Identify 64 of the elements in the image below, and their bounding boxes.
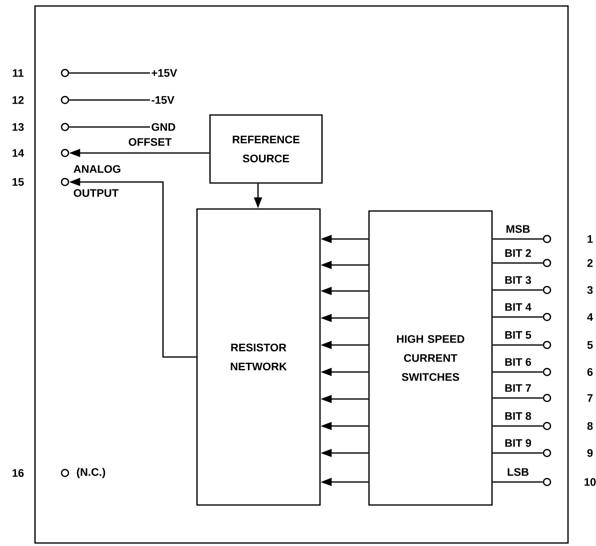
connector (69, 126, 150, 128)
pin-terminal (542, 478, 552, 486)
pin-terminal (60, 68, 70, 78)
pin-terminal (542, 258, 552, 268)
edge-label: ANALOG OUTPUT (74, 165, 120, 197)
pin-number: 1 (588, 235, 593, 243)
edge-label: BIT 6 (505, 358, 532, 366)
pin-number: 12 (12, 96, 24, 104)
block-box: HIGH SPEED CURRENT SWITCHES (368, 210, 493, 506)
pin-terminal (60, 468, 70, 478)
edge-label: LSB (508, 468, 528, 476)
connector (69, 99, 150, 101)
pin-number: 11 (12, 69, 24, 77)
connector (492, 425, 543, 427)
connector (492, 316, 543, 318)
pin-terminal (60, 178, 70, 186)
connector (492, 344, 543, 346)
pin-terminal (542, 312, 552, 322)
pin-number: 8 (587, 422, 593, 430)
pin-terminal (542, 234, 552, 244)
connector (492, 371, 543, 373)
connector (492, 262, 543, 264)
pin-terminal (542, 286, 552, 294)
connector (492, 289, 543, 291)
pin-number: 15 (12, 178, 24, 186)
connector (492, 481, 543, 483)
pin-terminal (60, 122, 70, 132)
pin-terminal (542, 368, 552, 376)
edge-label: BIT 5 (505, 331, 532, 339)
block-box: RESISTOR NETWORK (196, 208, 321, 506)
pin-number: 3 (587, 286, 593, 294)
pin-terminal (542, 448, 552, 458)
pin-terminal (60, 96, 70, 104)
edge-label: BIT 7 (505, 384, 531, 392)
edge-label: BIT 4 (505, 303, 532, 311)
pin-number: 14 (12, 149, 24, 157)
pin-number: 4 (587, 313, 593, 321)
pin-terminal (60, 148, 70, 158)
connector (69, 72, 150, 74)
signal-label: +15V (152, 69, 178, 77)
pin-terminal (542, 422, 552, 430)
pin-terminal (542, 340, 552, 350)
signal-label: GND (152, 123, 176, 131)
edge-label: BIT 3 (505, 276, 532, 284)
connector (492, 452, 543, 454)
pin-number: 13 (12, 123, 24, 131)
edge-label: MSB (506, 225, 530, 233)
pin-number: 5 (587, 341, 593, 349)
pin-number: 2 (587, 259, 593, 267)
edge-label: OFFSET (128, 138, 172, 146)
pin-number: 6 (587, 368, 593, 376)
connector (492, 397, 543, 399)
pin-number: 10 (584, 478, 596, 486)
edge-label: BIT 9 (505, 439, 532, 447)
pin-note: (N.C.) (76, 468, 106, 478)
pin-number: 9 (587, 449, 593, 457)
connector (492, 238, 543, 240)
edge-label: BIT 8 (505, 412, 532, 420)
pin-number: 7 (587, 394, 593, 402)
signal-label: -15V (152, 96, 174, 104)
edge-label: BIT 2 (505, 249, 531, 257)
pin-number: 16 (12, 469, 24, 477)
pin-terminal (542, 394, 552, 402)
block-box: REFERENCE SOURCE (209, 114, 323, 184)
